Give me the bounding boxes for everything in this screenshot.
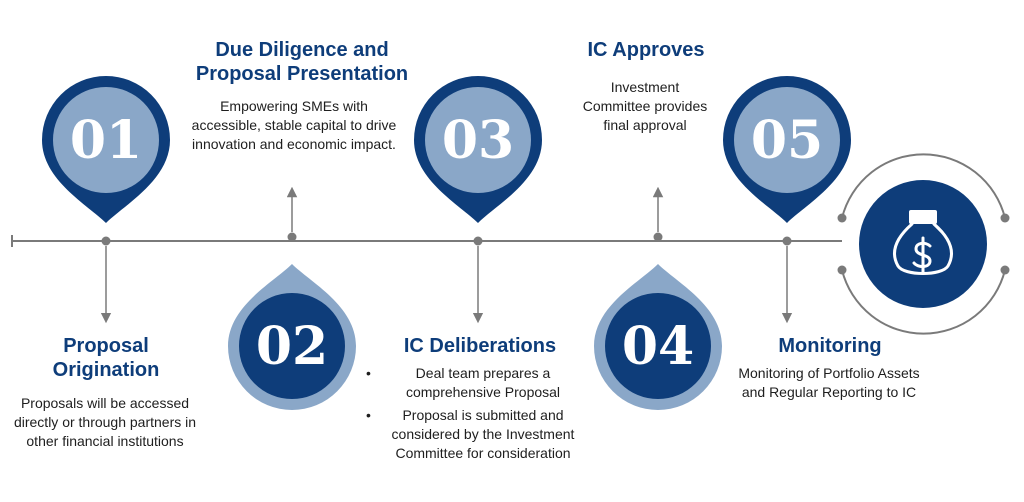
timeline-dot-5 — [782, 236, 792, 246]
step-title-01: Proposal Origination — [52, 335, 160, 381]
step-description-05: Monitoring of Portfolio Assets and Regul… — [738, 365, 920, 400]
step-number-03: 03 — [442, 110, 514, 171]
drop-04: 04 — [594, 264, 722, 410]
step-title-02: Due Diligence and Proposal Presentation — [195, 39, 409, 85]
final-money-circle — [837, 153, 1010, 335]
bullet-item: Proposal is submitted and considered by … — [366, 406, 586, 463]
timeline-dot-4 — [653, 232, 663, 242]
step-number-05: 05 — [751, 110, 823, 171]
pin-05: 05 — [723, 76, 851, 223]
pin-03: 03 — [414, 76, 542, 223]
step-number-04: 04 — [622, 316, 694, 377]
step-description-04: Investment Committee provides final appr… — [582, 79, 708, 133]
bullet-item: Deal team prepares a comprehensive Propo… — [366, 364, 586, 402]
step-title-04: IC Approves — [587, 39, 705, 61]
drop-02: 02 — [228, 264, 356, 410]
step-title-03: IC Deliberations — [403, 335, 557, 357]
pin-01: 01 — [42, 76, 170, 223]
step-description-02: Empowering SMEs with accessible, stable … — [191, 98, 397, 152]
step-description-01: Proposals will be accessed directly or t… — [13, 395, 197, 449]
step-title-05: Monitoring — [778, 335, 882, 357]
timeline-dot-2 — [287, 232, 297, 242]
timeline-dot-3 — [473, 236, 483, 246]
money-bag-dollar-icon — [893, 210, 953, 275]
step-bullets-03: Deal team prepares a comprehensive Propo… — [366, 364, 586, 467]
step-number-02: 02 — [256, 316, 328, 377]
timeline-dot-1 — [101, 236, 111, 246]
step-number-01: 01 — [70, 110, 142, 171]
